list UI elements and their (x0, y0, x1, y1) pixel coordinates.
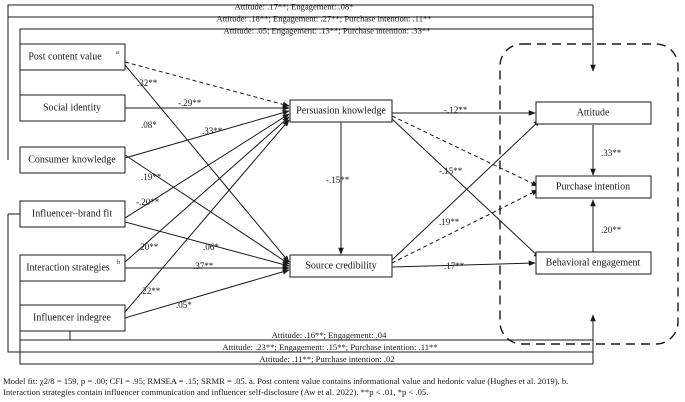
coef-pk-att: -.12** (444, 105, 468, 115)
bottom-annotation-2: Attitude: .23**; Engagement: .15**; Purc… (222, 342, 437, 352)
node-influencer-indegree: Influencer indegree (19, 304, 126, 332)
coef-pk-sc: -.15** (326, 175, 350, 185)
top-annotation-3: Attitude: .05; Engagement: .13**; Purcha… (224, 25, 431, 35)
node-attitude: Attitude (535, 101, 652, 125)
path-coefficients: .32** -.29** .08* .33** .19** -.20** .20… (136, 78, 622, 310)
coef-pk-eng: -.15** (439, 166, 463, 176)
influencer-indegree-label: Influencer indegree (33, 312, 112, 323)
left-connectors (7, 70, 21, 280)
figure-notes: Model fit: χ2/8 = 159, p = .00; CFI = .9… (3, 376, 683, 398)
node-post-content-value: Post content value a (19, 43, 126, 71)
coef-sc-att: .19** (439, 217, 460, 227)
post-content-value-superscript: a (116, 49, 119, 56)
coef-ck-pk: .33** (202, 126, 223, 136)
coef-ind-sc: .05* (176, 300, 192, 310)
top-annotation-1: Attitude: .17**; Engagement: .08* (234, 1, 353, 11)
node-persuasion-knowledge: Persuasion knowledge (289, 99, 393, 123)
node-behavioral-engagement: Behavioral engagement (535, 251, 652, 275)
coef-ibf-pk: .19** (141, 172, 162, 182)
social-identity-label: Social identity (43, 102, 101, 113)
coef-int-sc-fit: .06* (203, 242, 219, 252)
coef-pcv-sc: .32** (137, 78, 158, 88)
coef-ck-sc: .08* (141, 120, 157, 130)
consumer-knowledge-label: Consumer knowledge (28, 154, 116, 165)
behavioral-engagement-label: Behavioral engagement (546, 257, 641, 268)
notes-line-2: Interaction strategies contain influence… (3, 387, 429, 397)
interaction-strategies-label: Interaction strategies (26, 262, 110, 273)
bottom-annotation-3: Attitude: .11**; Purchase intention: .02 (259, 354, 394, 364)
node-social-identity: Social identity (19, 94, 126, 122)
influencer-brand-fit-label: Influencer–brand fit (32, 208, 112, 219)
coef-si-pk: -.29** (178, 98, 202, 108)
direct-effect-annotations: Attitude: .17**; Engagement: .08* Attitu… (216, 1, 437, 364)
outcomes-group-border (499, 43, 679, 345)
attitude-label: Attitude (577, 107, 610, 118)
antecedent-paths (124, 61, 290, 319)
node-interaction-strategies: Interaction strategies b (19, 254, 126, 282)
node-consumer-knowledge: Consumer knowledge (19, 146, 126, 174)
post-content-value-label: Post content value (28, 51, 102, 62)
persuasion-knowledge-label: Persuasion knowledge (296, 105, 386, 116)
top-annotation-2: Attitude: .18**; Engagement: .27**; Purc… (216, 13, 431, 23)
purchase-intention-label: Purchase intention (556, 181, 630, 192)
mediator-paths (338, 110, 596, 268)
coef-eng-pi: .20** (601, 225, 622, 235)
bottom-annotation-1: Attitude: .16**; Engagement: .04 (272, 330, 388, 340)
interaction-strategies-superscript: b (117, 259, 120, 266)
node-influencer-brand-fit: Influencer–brand fit (19, 200, 126, 228)
notes-line-1: Model fit: χ2/8 = 159, p = .00; CFI = .9… (3, 376, 569, 386)
node-source-credibility: Source credibility (289, 254, 393, 278)
source-credibility-label: Source credibility (305, 260, 376, 271)
coef-int-pk: .20** (138, 242, 159, 252)
coef-ibf-sc: -.20** (136, 197, 160, 207)
node-purchase-intention: Purchase intention (535, 175, 652, 199)
coef-int-sc: .37** (193, 261, 214, 271)
coef-att-pi: .33** (601, 148, 622, 158)
coef-sc-eng: .17** (444, 261, 465, 271)
coef-ind-pk: .22** (140, 286, 161, 296)
